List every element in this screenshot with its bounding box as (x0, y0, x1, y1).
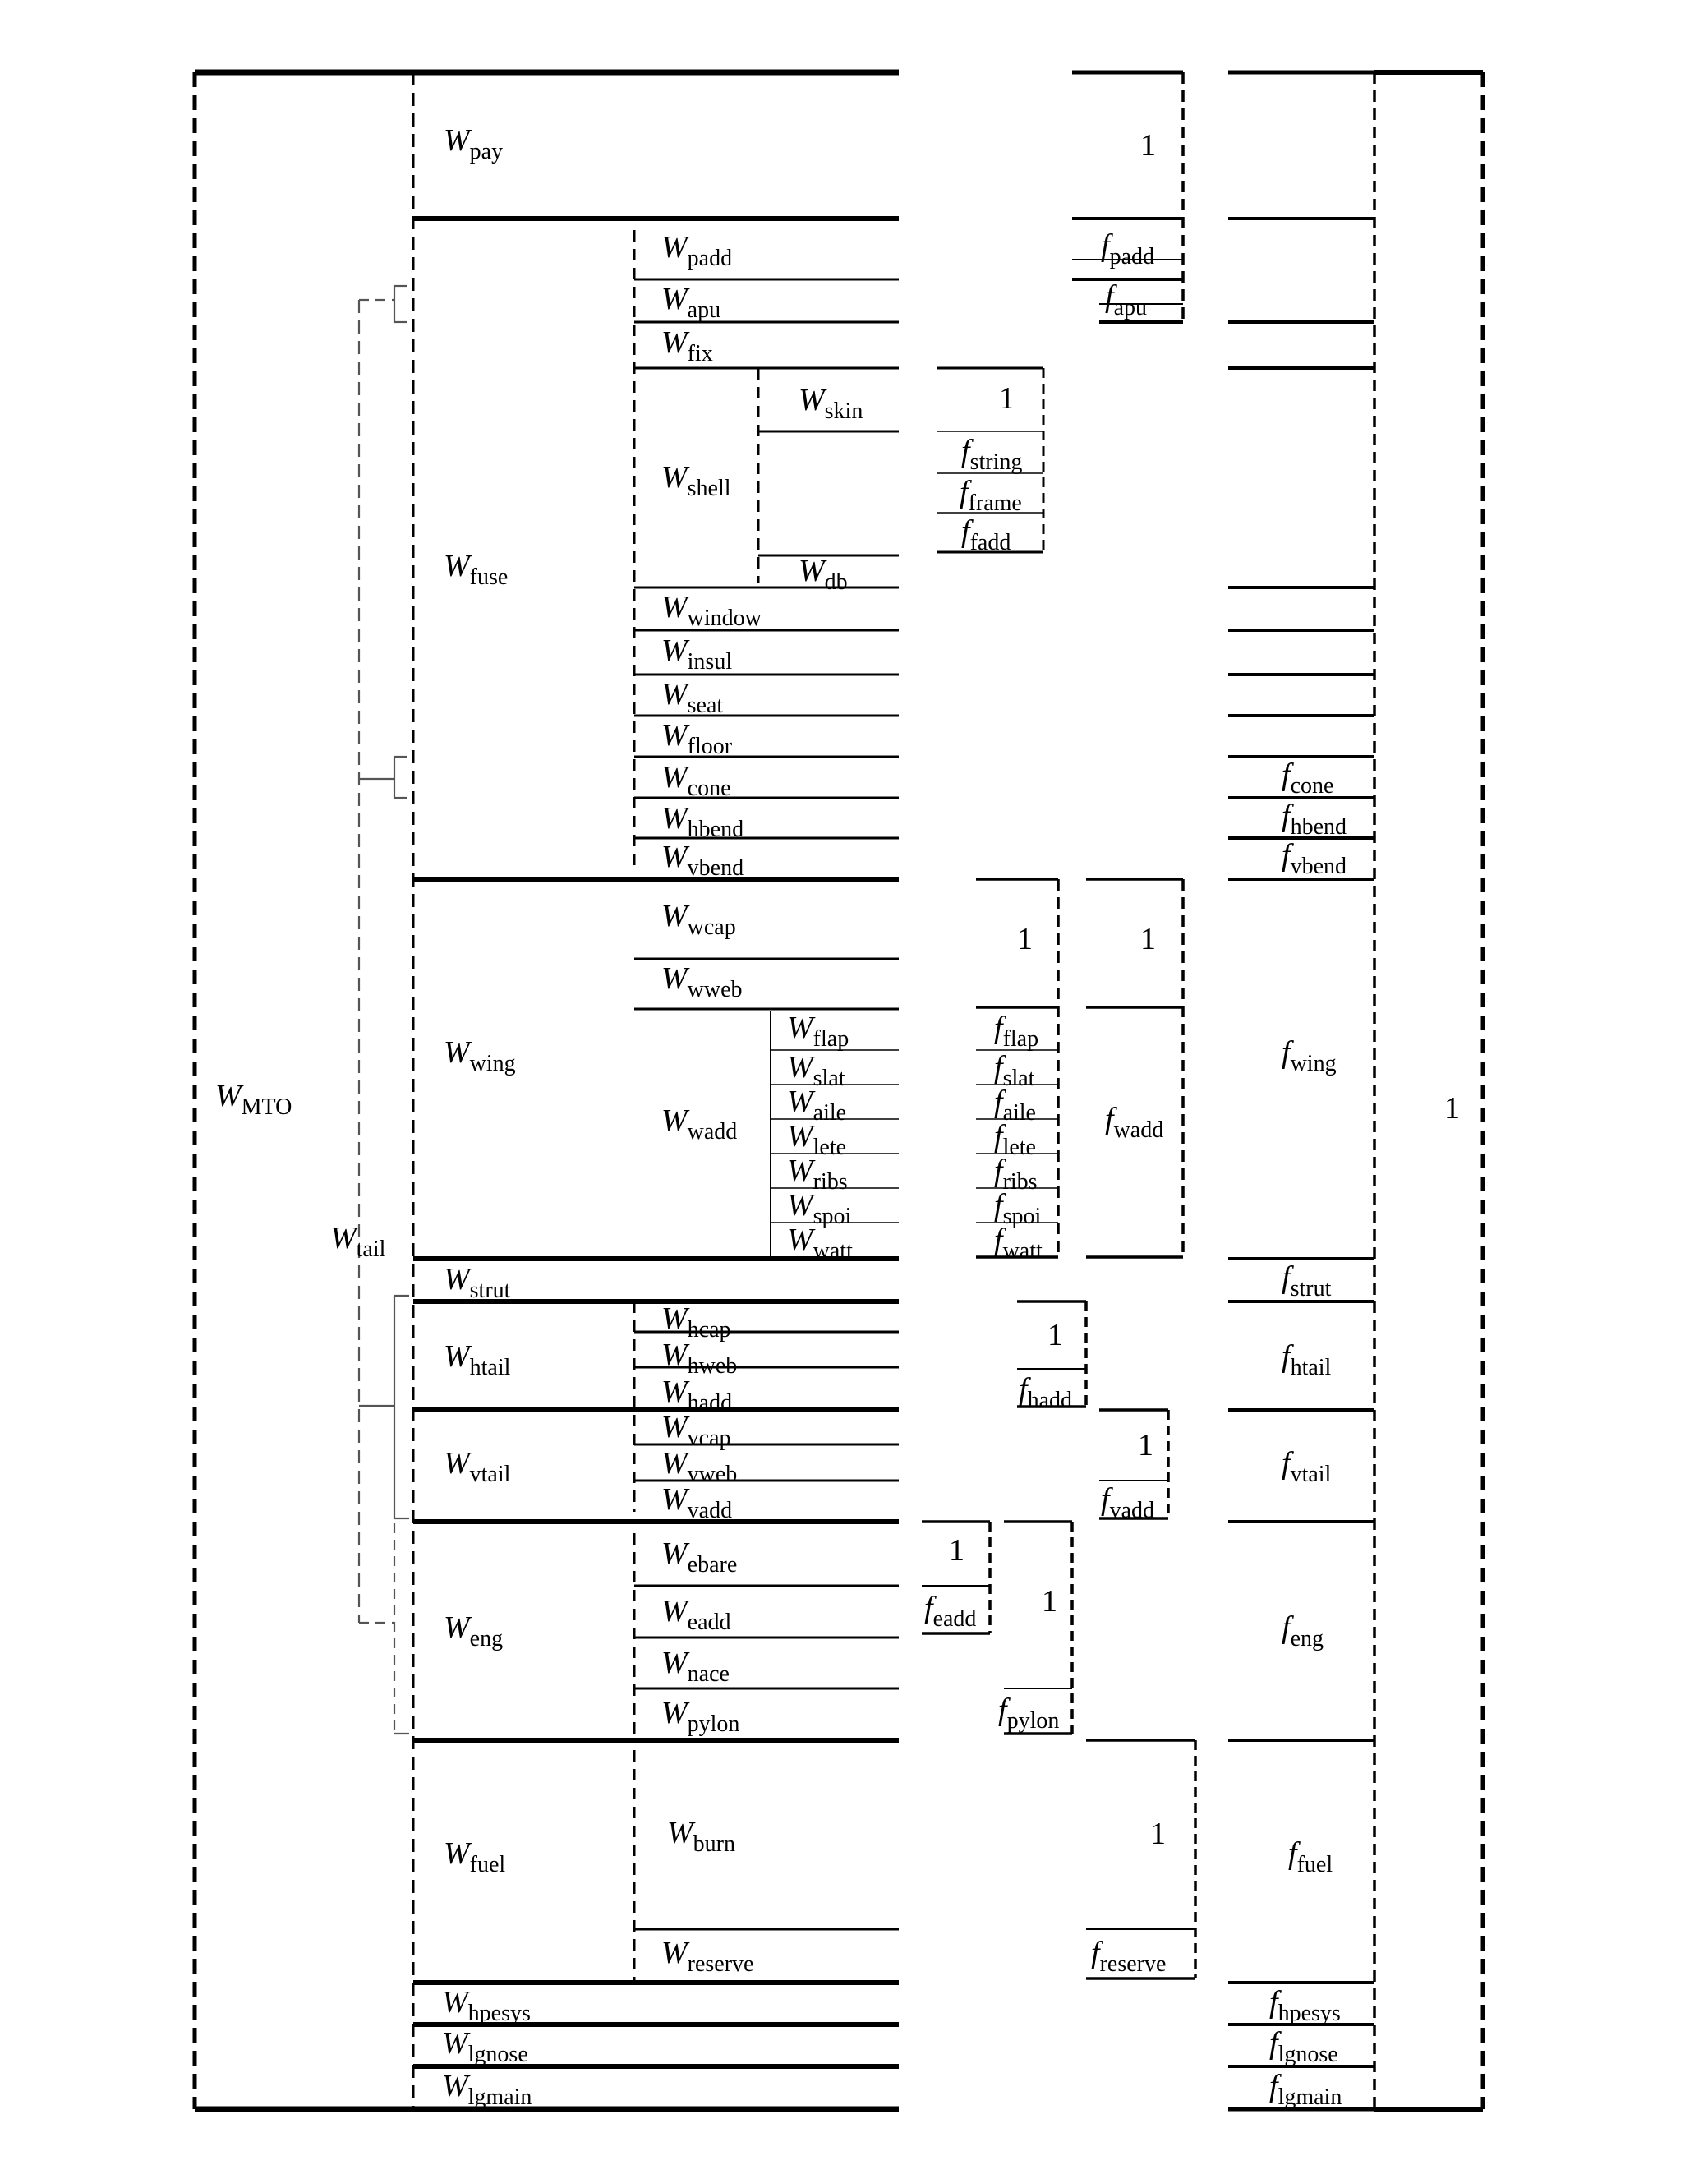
label-w-vbend: Wvbend (661, 840, 744, 881)
one-wcap: 1 (1017, 922, 1033, 956)
one-vcap: 1 (1138, 1428, 1153, 1463)
label-w-fix: Wfix (661, 325, 713, 366)
label-f-pylon: fpylon (998, 1693, 1060, 1734)
label-w-db: Wdb (799, 554, 848, 595)
label-w-hcap: Whcap (661, 1301, 731, 1343)
label-w-shell: Wshell (661, 460, 731, 501)
label-w-htail: Whtail (444, 1339, 511, 1380)
label-f-eadd: feadd (924, 1591, 977, 1632)
label-f-lgnose: flgnose (1269, 2026, 1338, 2067)
label-f-ribs: fribs (994, 1154, 1038, 1195)
label-w-wcap: Wwcap (661, 899, 736, 940)
label-f-aile: faile (994, 1085, 1036, 1126)
label-w-window: Wwindow (661, 590, 762, 631)
label-w-skin: Wskin (799, 383, 863, 424)
label-w-lgnose: Wlgnose (442, 2026, 528, 2067)
label-w-reserve: Wreserve (661, 1936, 754, 1977)
label-f-slat: fslat (994, 1050, 1035, 1091)
label-w-vtail: Wvtail (444, 1446, 511, 1487)
label-w-slat: Wslat (787, 1050, 845, 1091)
label-w-ribs: Wribs (787, 1154, 848, 1195)
label-w-fuel: Wfuel (444, 1836, 506, 1877)
label-w-pylon: Wpylon (661, 1696, 740, 1737)
one-hcap: 1 (1047, 1318, 1063, 1352)
label-f-hpesys: fhpesys (1269, 1985, 1341, 2026)
label-f-hbend: fhbend (1282, 799, 1347, 840)
label-w-watt: Wwatt (787, 1223, 853, 1264)
label-w-eng: Weng (444, 1610, 504, 1651)
label-w-hadd: Whadd (661, 1375, 733, 1416)
label-f-hadd: fhadd (1019, 1372, 1072, 1413)
label-f-watt: fwatt (994, 1223, 1043, 1264)
label-f-cone: fcone (1282, 758, 1334, 799)
label-w-padd: Wpadd (661, 230, 733, 271)
label-w-floor: Wfloor (661, 718, 733, 759)
label-w-fuse: Wfuse (444, 549, 509, 590)
one-skin: 1 (999, 381, 1015, 416)
label-f-string: fstring (961, 434, 1023, 475)
label-w-hbend: Whbend (661, 801, 744, 842)
label-f-eng: feng (1282, 1610, 1324, 1651)
tail-bracket (357, 284, 409, 1735)
one-burn: 1 (1150, 1817, 1166, 1851)
label-f-spoi: fspoi (994, 1188, 1042, 1229)
one-ebare: 1 (949, 1533, 964, 1568)
label-w-vweb: Wvweb (661, 1446, 738, 1487)
label-w-lete: Wlete (787, 1119, 847, 1160)
label-w-spoi: Wspoi (787, 1188, 852, 1229)
one-mto: 1 (1444, 1091, 1460, 1126)
label-w-vcap: Wvcap (661, 1410, 731, 1451)
label-w-apu: Wapu (661, 282, 721, 323)
label-w-aile: Waile (787, 1085, 847, 1126)
label-f-padd: fpadd (1101, 228, 1154, 269)
label-f-wing: fwing (1282, 1035, 1337, 1076)
label-w-insul: Winsul (661, 633, 733, 675)
one-eng-inner: 1 (1042, 1584, 1057, 1619)
label-w-wweb: Wwweb (661, 961, 743, 1002)
label-w-mto: WMTO (215, 1079, 292, 1120)
label-f-reserve: freserve (1091, 1936, 1167, 1977)
label-f-fadd: ffadd (961, 514, 1011, 555)
label-f-wadd: fwadd (1105, 1102, 1164, 1143)
label-w-hpesys: Whpesys (442, 1985, 531, 2026)
label-f-frame: fframe (960, 475, 1022, 516)
label-w-ebare: Webare (661, 1536, 738, 1578)
label-w-burn: Wburn (667, 1816, 735, 1857)
label-w-hweb: Whweb (661, 1338, 738, 1379)
one-pay: 1 (1140, 128, 1156, 163)
label-w-pay: Wpay (444, 123, 504, 164)
label-w-wadd: Wwadd (661, 1103, 738, 1145)
label-f-strut: fstrut (1282, 1260, 1332, 1301)
label-w-eadd: Weadd (661, 1594, 731, 1635)
label-f-lete: flete (994, 1119, 1036, 1160)
label-w-seat: Wseat (661, 677, 724, 718)
label-f-vtail: fvtail (1282, 1446, 1332, 1487)
label-w-lgmain: Wlgmain (442, 2069, 532, 2110)
label-f-lgmain: flgmain (1269, 2069, 1342, 2110)
label-f-vadd: fvadd (1101, 1482, 1154, 1523)
label-f-apu: fapu (1105, 279, 1147, 320)
label-f-fuel: ffuel (1288, 1836, 1333, 1877)
label-w-vadd: Wvadd (661, 1482, 733, 1523)
label-w-cone: Wcone (661, 760, 731, 801)
label-w-nace: Wnace (661, 1646, 730, 1687)
one-wcap-outer: 1 (1140, 922, 1156, 956)
label-w-strut: Wstrut (444, 1262, 511, 1303)
label-w-flap: Wflap (787, 1011, 849, 1052)
label-f-htail: fhtail (1282, 1339, 1332, 1380)
label-w-wing: Wwing (444, 1035, 516, 1076)
label-f-flap: fflap (994, 1011, 1039, 1052)
label-w-tail: Wtail (330, 1221, 386, 1262)
label-f-vbend: fvbend (1282, 838, 1347, 879)
